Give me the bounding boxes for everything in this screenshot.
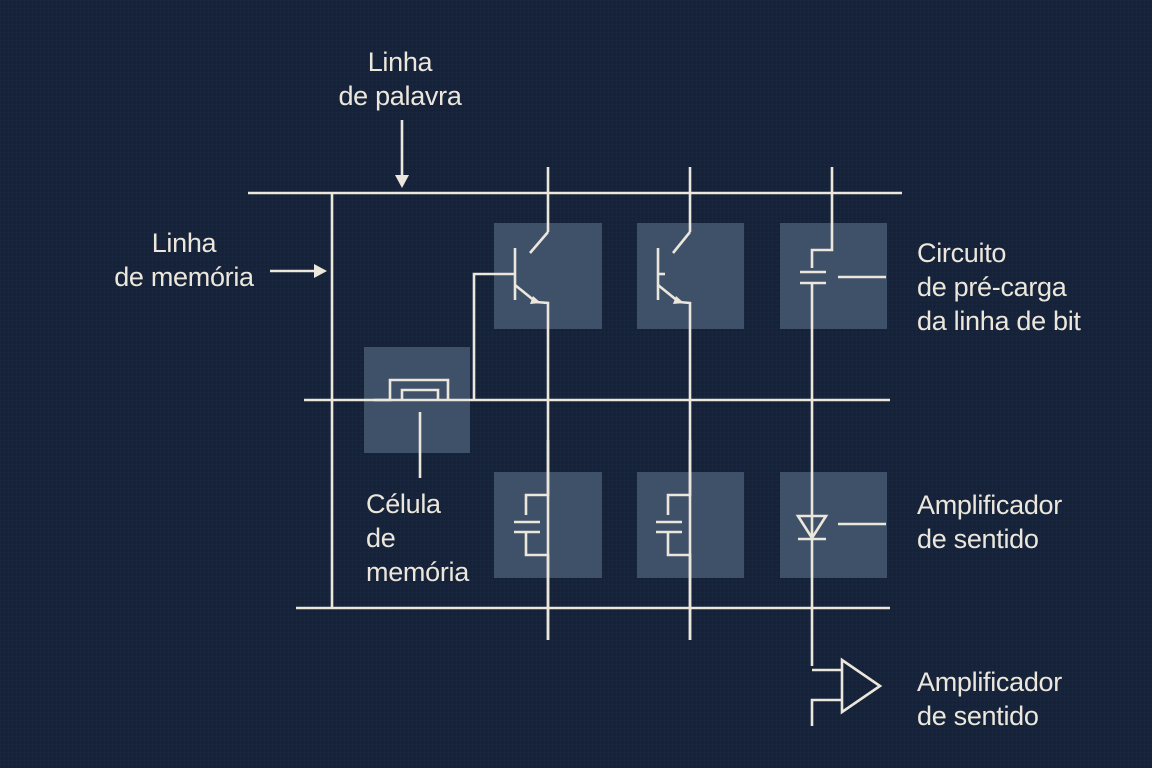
memory-cell-symbol [374,378,450,478]
word-line-label: Linha de palavra [338,47,462,111]
memory-line-label: Linha de memória [114,228,254,292]
op-amp [810,657,883,726]
diode [795,514,886,541]
bit-line-1 [472,167,550,640]
memory-cell-label: Célula de memória [366,489,469,587]
word-line-arrowhead [395,175,409,188]
lower-transistor-2 [656,440,692,640]
precharge-label: Circuito de pré-carga da linha de bit [917,238,1081,336]
bit-line-2 [656,167,692,640]
sense-amp-label-1: Amplificador de sentido [917,490,1062,554]
sense-amp-label-2: Amplificador de sentido [917,667,1062,731]
memory-line-arrowhead [314,264,327,278]
lower-transistor-1 [514,440,550,640]
bit-line-3 [800,167,886,666]
